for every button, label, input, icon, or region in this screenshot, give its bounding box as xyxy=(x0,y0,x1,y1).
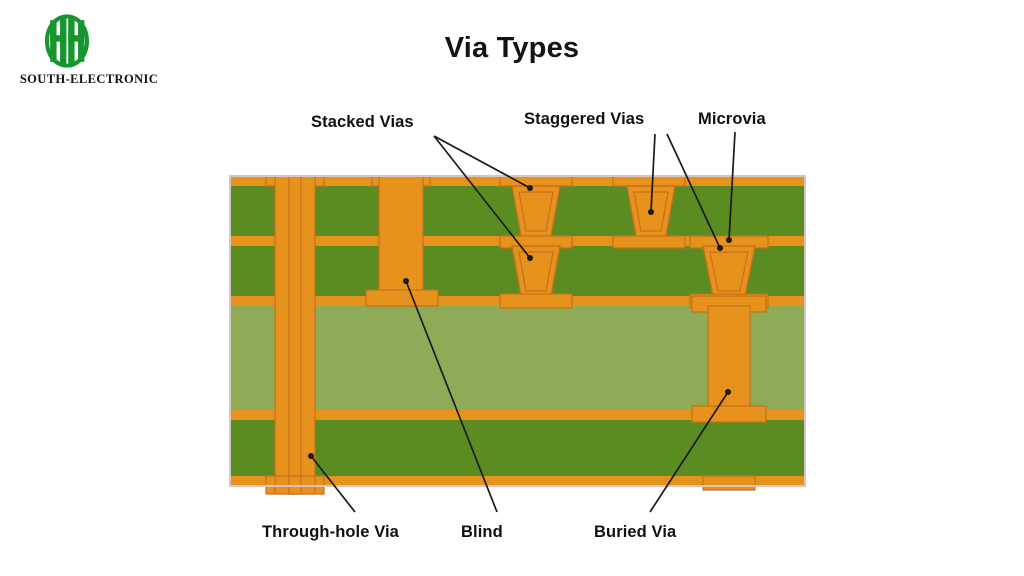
staggered-microvia-upper-bore xyxy=(633,191,669,232)
blind-barrel xyxy=(378,176,424,307)
stacked-microvia-upper-bore xyxy=(518,191,554,232)
board-stackup xyxy=(229,175,806,495)
leader-stacked-lower xyxy=(433,135,531,259)
south-electronic-h-monogram-icon xyxy=(44,14,90,68)
leader-through-hole xyxy=(310,455,356,513)
label-buried-via: Buried Via xyxy=(594,523,677,541)
via-blind xyxy=(365,176,439,307)
label-stacked-vias: Stacked Vias xyxy=(311,113,414,131)
via-buried xyxy=(691,295,767,423)
leader-stacked-upper xyxy=(433,135,531,189)
label-through-hole-via: Through-hole Via xyxy=(262,523,399,541)
layer-inner-copper-3 xyxy=(230,410,805,420)
leader-microvia xyxy=(728,131,736,241)
board-outline xyxy=(229,175,806,487)
staggered-mid-pad xyxy=(612,235,686,249)
label-blind: Blind xyxy=(461,523,503,541)
brand-logo: SOUTH-ELECTRONIC xyxy=(14,12,164,92)
leader-buried xyxy=(649,391,729,513)
brand-name: SOUTH-ELECTRONIC xyxy=(19,72,159,86)
leader-blind xyxy=(405,280,498,513)
leader-staggered-lower xyxy=(666,133,721,249)
leader-endpoints xyxy=(308,185,732,459)
stacked-microvia-lower-bore xyxy=(518,251,554,292)
label-microvia: Microvia xyxy=(698,110,766,128)
leader-staggered-upper xyxy=(650,133,656,213)
via-through-hole xyxy=(265,176,325,486)
blind-bottom-pad xyxy=(365,289,439,307)
buried-bottom-pad xyxy=(691,405,767,423)
layer-bottom-copper-foil xyxy=(230,476,805,486)
microvia-bottom-stub xyxy=(702,475,756,491)
via-stacked xyxy=(499,176,573,309)
through-hole-bore xyxy=(288,176,302,486)
label-staggered-vias: Staggered Vias xyxy=(524,110,645,128)
microvia-bore xyxy=(709,251,749,292)
buried-barrel xyxy=(707,305,751,417)
stacked-bottom-pad xyxy=(499,293,573,309)
leader-lines xyxy=(310,131,736,513)
page-title: Via Types xyxy=(444,32,580,64)
